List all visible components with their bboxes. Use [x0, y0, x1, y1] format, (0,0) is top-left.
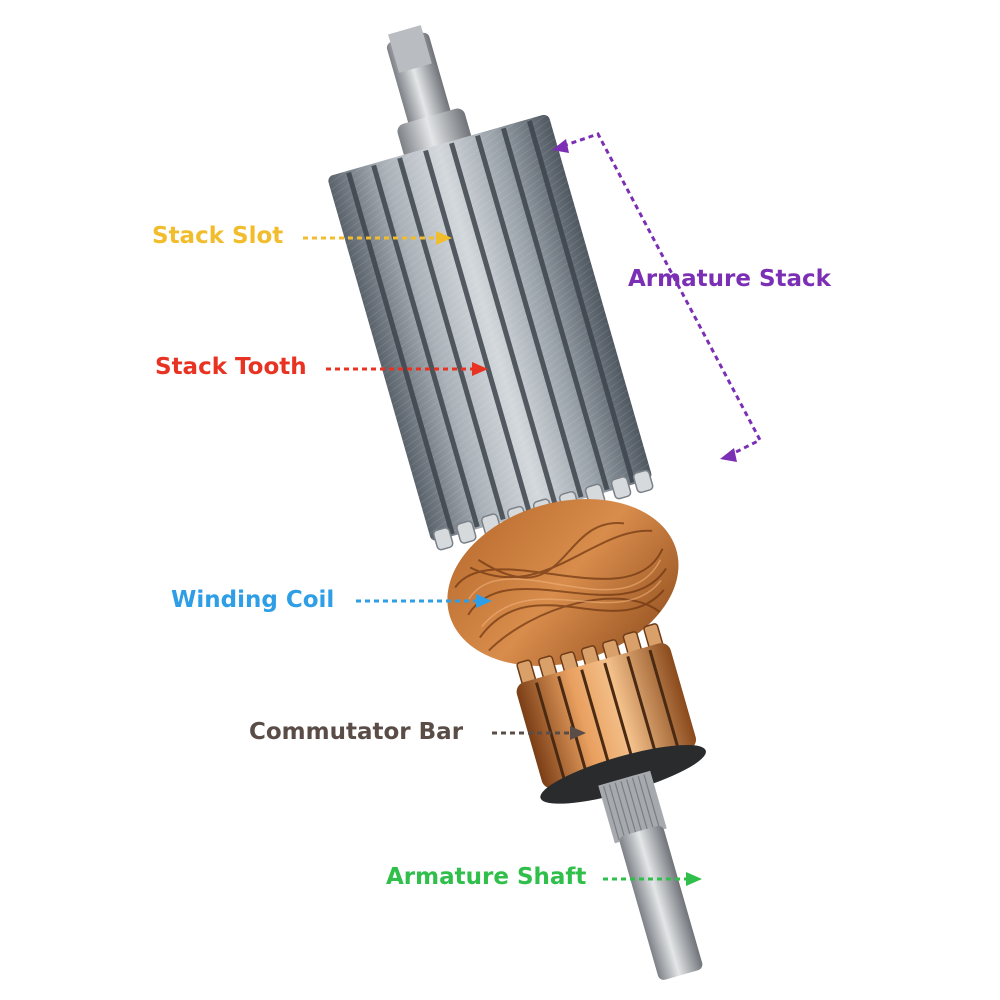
- commutator-end-cap: [540, 744, 706, 804]
- bottom-shaft: [619, 825, 703, 980]
- winding-wires: [454, 522, 667, 652]
- commutator-bar-gaps: [535, 649, 681, 784]
- stack-slots: [346, 120, 636, 535]
- winding-coil: [447, 498, 679, 666]
- armature-stack-bracket: [562, 132, 763, 457]
- armature-stack-label: Armature Stack: [628, 266, 831, 292]
- armature-shaft-label: Armature Shaft: [386, 864, 587, 890]
- arrowheads: [436, 139, 737, 886]
- stack-tooth-label: Stack Tooth: [155, 354, 307, 380]
- commutator-bar-label: Commutator Bar: [249, 719, 464, 745]
- winding-coil-label: Winding Coil: [171, 587, 335, 613]
- stack-slot-label: Stack Slot: [152, 223, 284, 249]
- top-shaft-spline: [388, 25, 432, 73]
